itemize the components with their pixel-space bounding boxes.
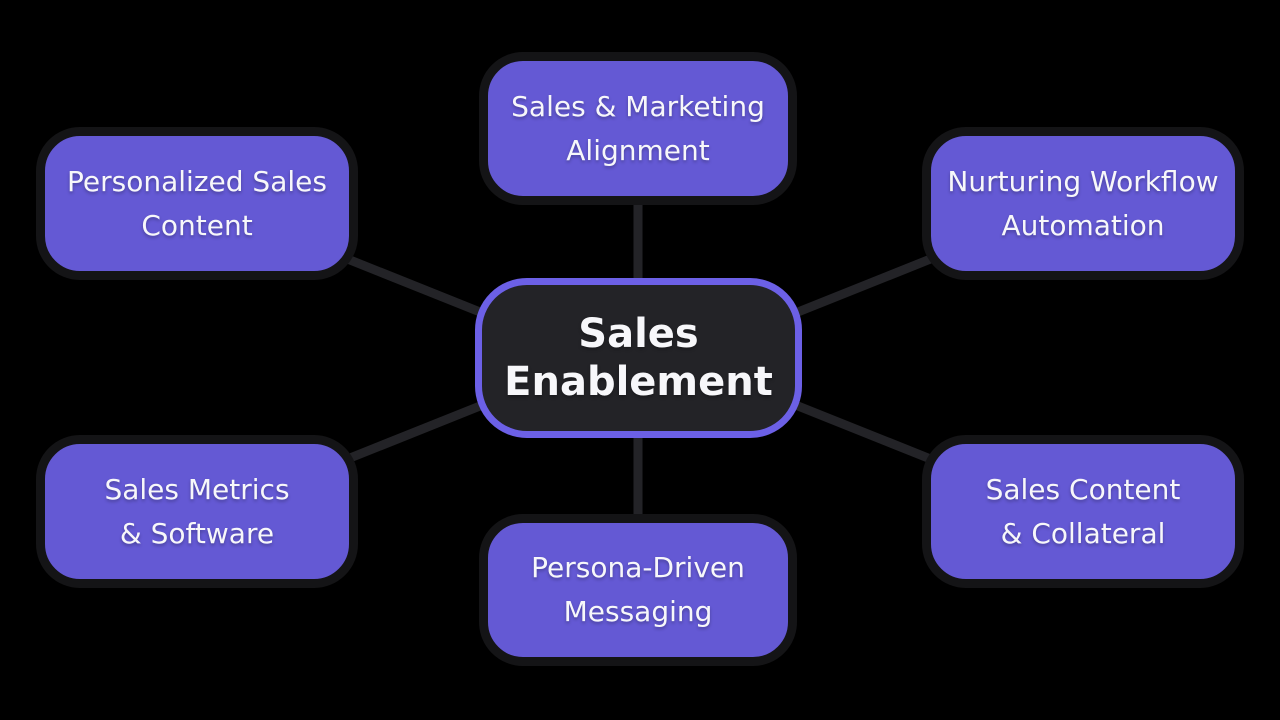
node-label-line: Sales & Marketing xyxy=(511,89,765,123)
node-label-line: Alignment xyxy=(566,133,710,167)
node-personalized-sales-content: Personalized Sales Content xyxy=(36,127,358,280)
node-sales-enablement-center: Sales Enablement xyxy=(475,278,802,438)
node-label-line: Sales Content xyxy=(985,472,1181,506)
node-label-line: Persona-Driven xyxy=(531,551,745,584)
connector-bottom-left xyxy=(338,395,497,467)
center-label-line: Enablement xyxy=(504,359,773,405)
node-label-line: Sales Metrics xyxy=(104,472,290,506)
node-sales-content-collateral: Sales Content & Collateral xyxy=(922,435,1244,588)
node-label-line: & Software xyxy=(119,516,275,550)
node-nurturing-workflow-automation: Nurturing Workflow Automation xyxy=(922,127,1244,280)
center-label-line: Sales xyxy=(578,311,699,357)
node-label-line: Messaging xyxy=(563,595,713,628)
connector-bottom-right xyxy=(781,395,940,467)
node-sales-marketing-alignment: Sales & Marketing Alignment xyxy=(479,52,797,205)
node-label-line: Personalized Sales xyxy=(67,164,327,198)
connector-top-right xyxy=(781,251,940,323)
node-label-line: Content xyxy=(141,208,253,242)
connector-top-left xyxy=(338,251,497,323)
node-label-line: Automation xyxy=(1001,208,1165,242)
node-label-line: Nurturing Workflow xyxy=(947,164,1219,198)
node-label-line: & Collateral xyxy=(1000,516,1166,550)
node-sales-metrics-software: Sales Metrics & Software xyxy=(36,435,358,588)
node-persona-driven-messaging: Persona-Driven Messaging xyxy=(479,514,797,666)
